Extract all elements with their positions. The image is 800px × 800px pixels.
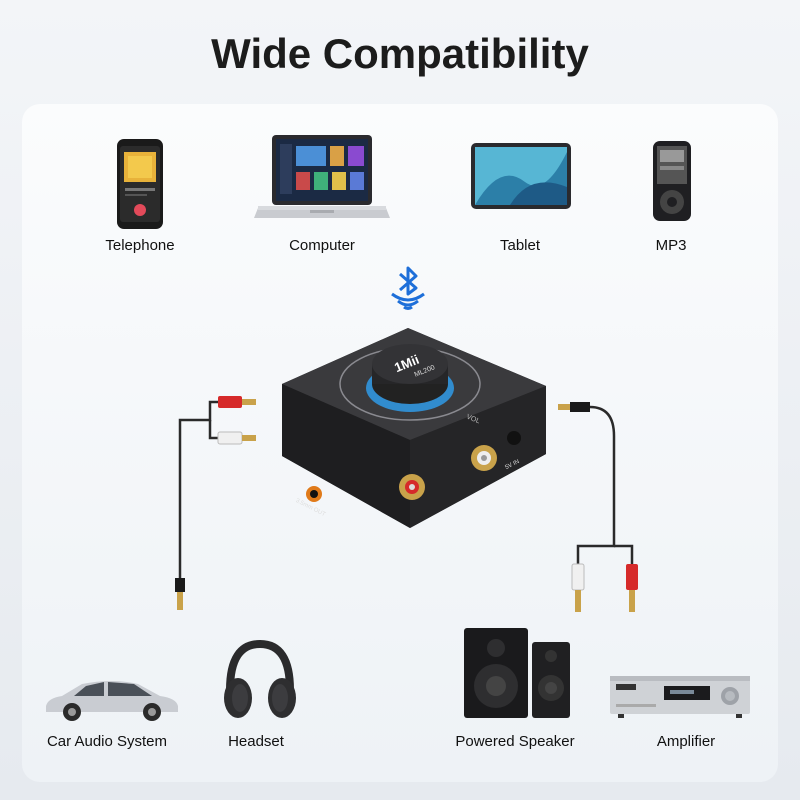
device-label-headset: Headset: [228, 733, 284, 750]
device-label-computer: Computer: [289, 237, 355, 254]
mp3-player-icon: [653, 141, 691, 221]
3.5mm-to-rca-cable-right: [558, 402, 638, 612]
device-label-telephone: Telephone: [105, 237, 175, 254]
headphones-icon: [224, 640, 296, 718]
page-title: Wide Compatibility: [211, 30, 589, 77]
car-icon: [46, 681, 178, 721]
device-label-powered-speaker: Powered Speaker: [455, 733, 575, 750]
device-label-tablet: Tablet: [499, 237, 541, 254]
speakers-icon: [464, 628, 570, 718]
phone-icon: [117, 139, 163, 229]
laptop-icon: [254, 135, 390, 218]
device-label-mp3: MP3: [655, 237, 687, 254]
tablet-icon: [471, 143, 571, 209]
device-label-car-audio: Car Audio System: [46, 733, 168, 750]
rca-to-3.5mm-cable-left: [175, 396, 256, 610]
bluetooth-icon: [391, 266, 425, 310]
device-label-amplifier: Amplifier: [656, 733, 716, 750]
bluetooth-receiver-device: [282, 328, 546, 528]
amplifier-icon: [610, 676, 750, 718]
